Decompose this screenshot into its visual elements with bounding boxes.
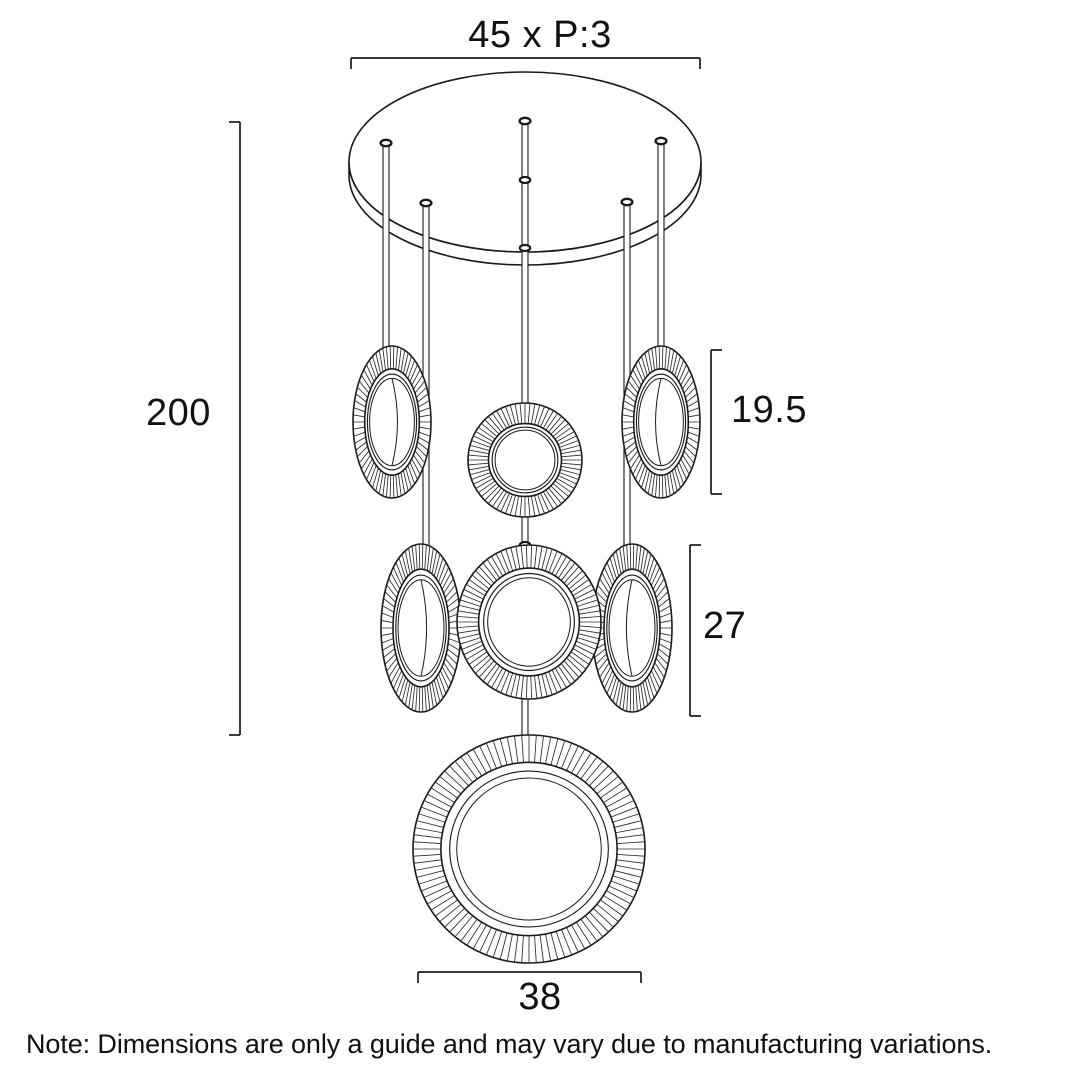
ring-upper-center [467,402,583,518]
ring-upper-center-aperture [494,429,556,491]
ring-middle-right [591,543,673,713]
manufacturing-note: Note: Dimensions are only a guide and ma… [26,1029,993,1059]
ring-middle-right-ribs [591,543,673,713]
ring-upper-center-ribs [467,402,583,518]
dimension-label-width-top: 45 x P:3 [468,14,612,56]
ring-middle-left [380,543,462,713]
rod-right-outer [657,140,665,373]
ring-middle-center [456,544,602,700]
ring-middle-left-aperture [397,579,445,677]
dimension-line-bottom [417,971,642,983]
ring-bottom-aperture [456,777,602,921]
ring-middle-center-aperture [487,577,571,667]
dimension-label-small-ring: 19.5 [731,389,807,431]
rod-left-outer-cap [379,138,393,148]
dimension-label-medium-ring: 27 [703,605,747,647]
ring-middle-center-ribs [456,544,602,700]
dimension-label-bottom-width: 38 [518,976,562,1018]
ring-upper-right [621,345,701,499]
ring-upper-left-aperture [369,377,415,467]
rod-left-inner-cap [419,198,433,208]
dimension-line-small-ring [710,349,722,495]
ring-bottom-ribs [412,734,646,964]
rod-right-outer-cap [654,136,668,146]
ring-middle-right-aperture [608,579,656,677]
rod-center-collar-1 [518,175,532,185]
rod-left-outer [382,142,390,373]
ring-upper-left-ribs [352,345,432,499]
rod-right-inner-cap [620,197,634,207]
ring-upper-left [352,345,432,499]
ring-middle-left-depth-seam [420,579,428,677]
ring-upper-left-depth-seam [391,378,398,466]
rod-center-collar-2 [518,243,532,253]
dimension-label-overall-height: 200 [146,392,211,434]
pendant-ring-shades [352,345,701,964]
ring-middle-left-ribs [380,543,462,713]
ring-upper-right-aperture [638,377,684,467]
ring-bottom [412,734,646,964]
ring-upper-right-depth-seam [655,378,662,466]
ring-upper-right-ribs [621,345,701,499]
dimension-lines [229,57,722,983]
ring-middle-right-depth-seam [625,579,633,677]
dimension-line-top [350,57,701,69]
dimension-line-left [229,121,241,736]
rod-center-cap [518,116,532,126]
dimension-line-medium-ring [689,544,701,717]
